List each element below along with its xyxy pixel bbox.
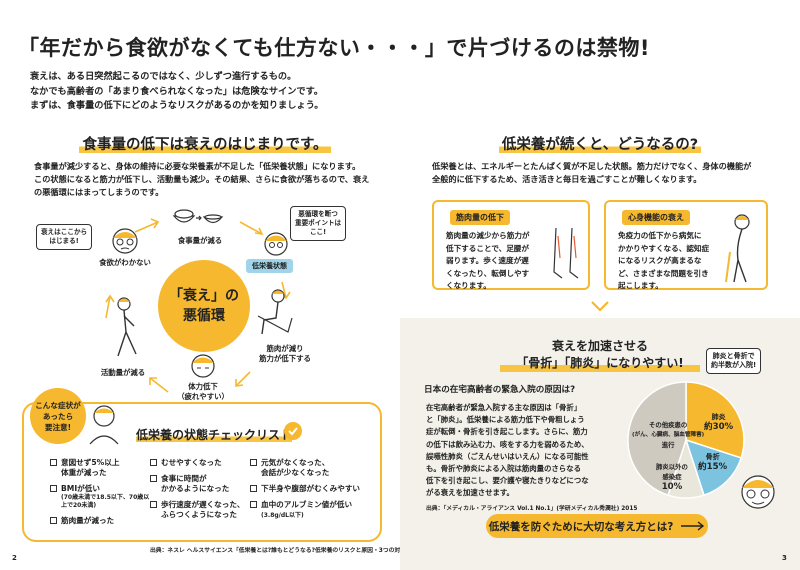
cane-elderly-icon [725, 214, 750, 283]
card-tag-muscle-loss: 筋肉量の低下 [450, 210, 510, 225]
checklist-item[interactable]: むせやすくなった [150, 458, 222, 468]
elderly-face-icon [112, 228, 138, 254]
card-tag-mind-body: 心身機能の衰え [622, 210, 690, 225]
step-meal-drop: 食事量が減る [177, 236, 223, 245]
checklist-title: 低栄養の状態チェックリスト [136, 428, 293, 442]
pie-label-infection: 肺炎以外の 感染症 10% [656, 463, 688, 492]
pie-label-fracture: 骨折 約15% [698, 453, 728, 472]
sitting-person-icon [257, 289, 293, 335]
right-source: 出典：「メディカル・アライアンス Vol.1 No.1」(学研メディカル秀潤社)… [426, 506, 638, 512]
right-heading: 低栄養が続くと、どうなるの? [470, 133, 730, 154]
checklist-item[interactable]: 意図せず5%以上 体重が減った [50, 458, 119, 478]
step-stamina-drop: 体力低下 （疲れやすい） [177, 382, 229, 401]
pie-slice-3 [627, 381, 687, 497]
checklist-item[interactable]: 食事に時間が かかるようになった [150, 474, 229, 494]
checklist-item[interactable]: 元気がなくなった、 会話が少なくなった [250, 458, 329, 478]
step-muscle-drop: 筋肉が減り 筋力が低下する [259, 344, 311, 363]
step-appetite-loss: 食欲がわかない [99, 258, 151, 267]
card-text-mind-body: 免疫力の低下から病気に かかりやすくなる、認知症 になるリスクが高まるな ど、さ… [618, 231, 710, 290]
page-number-right: 3 [782, 554, 787, 562]
card-text-muscle-loss: 筋肉量の減少から筋力が 低下することで、足腰が 弱ります。歩く速度が遅 くなった… [446, 231, 530, 290]
check-icon [284, 422, 302, 440]
pie-slice-0 [685, 381, 745, 459]
rice-bowl-icon [172, 209, 224, 224]
page-number-left: 2 [12, 554, 17, 562]
checklist-item[interactable]: 血中のアルブミン値が低い (3.8g/dL以下) [250, 500, 352, 521]
checklist-callout: こんな症状が あったら 要注意! [30, 388, 86, 444]
pie-label-other: その他疾患の (がん、心臓病、脳血管障害) 進行 [632, 421, 705, 449]
left-heading: 食事量の低下は衰えのはじまりです。 [60, 133, 350, 154]
intro-text: 衰えは、ある日突然起こるのではなく、少しずつ進行するもの。 なかでも高齢者の「あ… [30, 71, 324, 111]
pie-bubble: 肺炎と骨折で 約半数が入院! [706, 348, 762, 374]
chevron-down-icon [591, 301, 609, 312]
checklist-item[interactable]: 下半身や腹部がむくみやすい [250, 484, 360, 494]
cycle-center: 「衰え」の 悪循環 [158, 260, 250, 352]
pie-label-pneumonia: 肺炎 約30% [704, 413, 734, 432]
sleepy-face-icon [191, 354, 215, 378]
worried-person-icon [89, 405, 119, 445]
lower-heading: 衰えを加速させる 「骨折」「肺炎」になりやすい! [500, 338, 700, 372]
checklist-item[interactable]: BMIが低い (70歳未満で18.5以下、70歳以上で20未満) [50, 484, 150, 510]
left-source: 出典：ネスレ ヘルスサイエンス「低栄養とは?誰もとどうなる?低栄養のリスクと原因… [150, 548, 412, 554]
walking-person-icon [117, 297, 137, 357]
step-activity-drop: 活動量が減る [100, 368, 146, 377]
arrow-right-icon [681, 521, 705, 531]
tired-face-icon [264, 232, 288, 256]
break-bubble: 悪循環を断つ 重要ポイントは ここ! [290, 206, 347, 241]
legs-icon [553, 227, 579, 279]
start-bubble: 衰えはここから はじまる! [36, 224, 93, 250]
checklist-item[interactable]: 歩行速度が遅くなった、 ふらつくようになった [150, 500, 245, 520]
checklist-item[interactable]: 筋肉量が減った [50, 516, 114, 526]
cta-button[interactable]: 低栄養を防ぐために大切な考え方とは? [486, 514, 708, 538]
admission-pie-chart [627, 381, 745, 499]
lower-paragraph: 在宅高齢者が緊急入院する主な原因は「骨折」 と「肺炎」。低栄養による筋力低下や骨… [426, 403, 589, 498]
right-paragraph: 低栄養とは、エネルギーとたんぱく質が不足した状態。筋力だけでなく、身体の機能が … [432, 161, 752, 184]
pie-question: 日本の在宅高齢者の緊急入院の原因は? [424, 385, 576, 395]
step-low-nutrition: 低栄養状態 [246, 259, 293, 273]
elderly-man-icon [741, 475, 775, 509]
page-title: 「年だから食欲がなくても仕方ない・・・」で片づけるのは禁物! [18, 36, 650, 60]
left-paragraph: 食事量が減少すると、身体の維持に必要な栄養素が不足した「低栄養状態」になります。… [34, 161, 370, 197]
